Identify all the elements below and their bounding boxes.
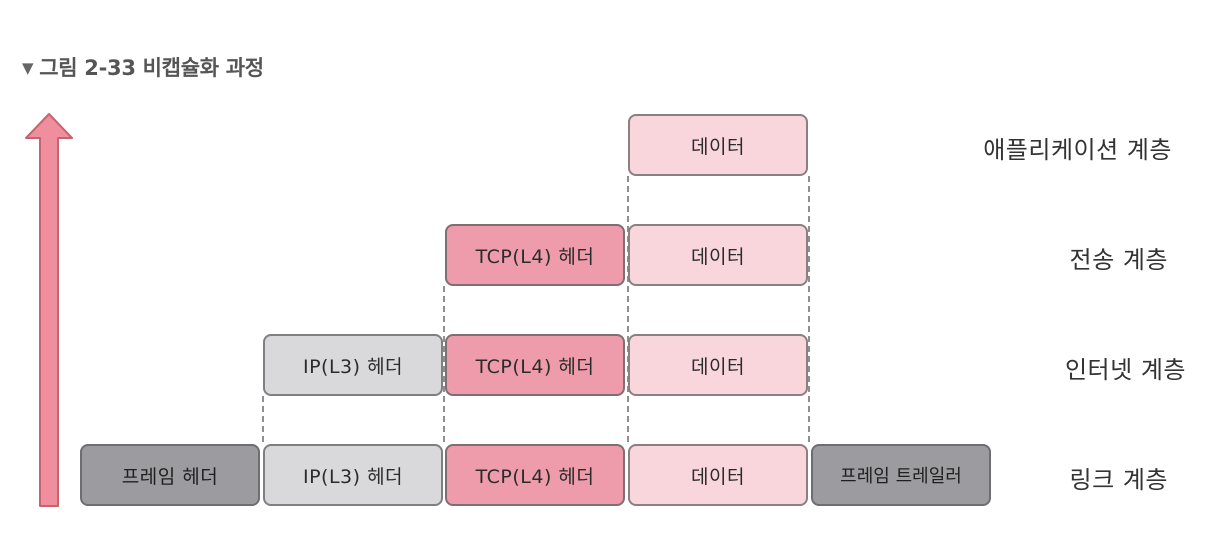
- arrow-head: [25, 113, 73, 507]
- link-frame-header-block: 프레임 헤더: [80, 444, 260, 506]
- link-frame-trailer-block: 프레임 트레일러: [811, 444, 991, 506]
- application-layer-label: 애플리케이션 계층: [983, 136, 1172, 164]
- link-ip-header-block: IP(L3) 헤더: [263, 444, 443, 506]
- link-tcp-header-block: TCP(L4) 헤더: [445, 444, 625, 506]
- figure-caption: ▼ 그림 2-33 비캡슐화 과정: [22, 52, 264, 82]
- dashed-guide-line: [627, 176, 629, 442]
- upward-arrow-icon: [25, 113, 73, 507]
- internet-layer-label: 인터넷 계층: [1064, 356, 1186, 384]
- dashed-guide-line: [443, 286, 445, 442]
- transport-tcp-header-block: TCP(L4) 헤더: [445, 224, 625, 286]
- internet-data-block: 데이터: [628, 334, 808, 396]
- transport-data-block: 데이터: [628, 224, 808, 286]
- internet-tcp-header-block: TCP(L4) 헤더: [445, 334, 625, 396]
- triangle-marker-icon: ▼: [22, 59, 34, 77]
- dashed-guide-line: [808, 176, 810, 442]
- caption-text: 그림 2-33 비캡슐화 과정: [39, 56, 264, 80]
- transport-layer-label: 전송 계층: [1069, 246, 1168, 274]
- link-data-block: 데이터: [628, 444, 808, 506]
- internet-ip-header-block: IP(L3) 헤더: [263, 334, 443, 396]
- dashed-guide-line: [262, 396, 264, 442]
- application-data-block: 데이터: [628, 114, 808, 176]
- link-layer-label: 링크 계층: [1069, 466, 1168, 494]
